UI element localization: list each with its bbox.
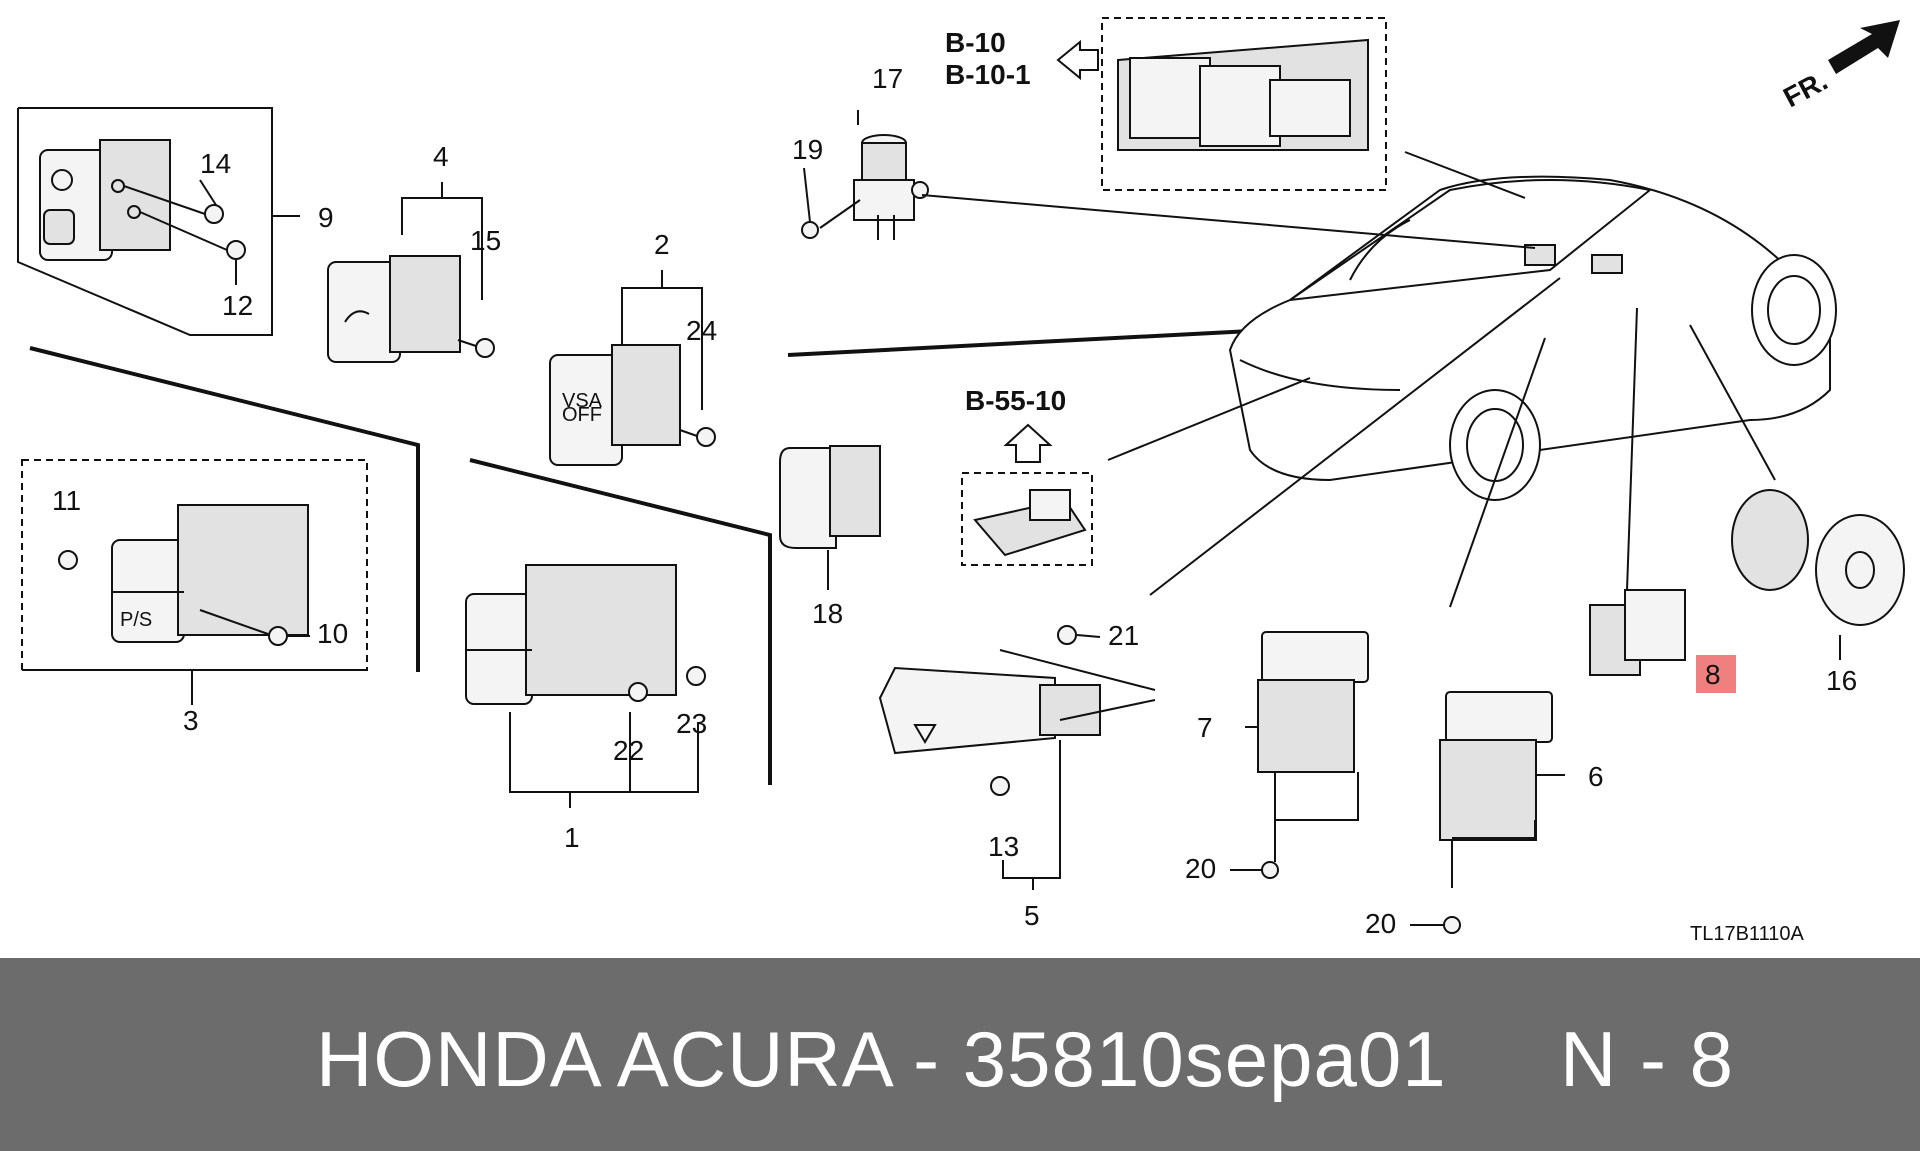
car-illustration <box>1228 175 1837 501</box>
footer-bar: HONDA ACURA - 35810sepa01 N - 8 <box>0 958 1920 1151</box>
part-9-assembly <box>17 107 300 336</box>
b10-reference <box>1056 17 1387 191</box>
ps-text: P/S <box>120 609 152 631</box>
part-17-assembly <box>801 110 929 240</box>
callout-6: 6 <box>1588 761 1604 792</box>
callout-8: 8 <box>1705 659 1721 690</box>
callout-23: 23 <box>676 708 707 739</box>
callout-1: 1 <box>564 822 580 853</box>
callout-leaders <box>199 167 1444 926</box>
callout-22: 22 <box>613 735 644 766</box>
ref-b5510-label: B-55-10 <box>965 385 1066 416</box>
callout-10: 10 <box>317 618 348 649</box>
part-8-highlight <box>1696 655 1736 693</box>
callout-7: 7 <box>1197 712 1213 743</box>
vsa-text: VSA <box>562 390 603 412</box>
part-18-assembly <box>779 445 881 590</box>
ref-b10-label: B-10 <box>945 27 1006 58</box>
front-label: FR. <box>1778 65 1832 114</box>
callout-16: 16 <box>1826 665 1857 696</box>
part-1-assembly <box>465 564 706 808</box>
callout-17: 17 <box>872 63 903 94</box>
ref-b101-label: B-10-1 <box>945 59 1031 90</box>
part-7-assembly <box>1245 631 1369 879</box>
part-2-assembly: VSA OFF <box>549 270 716 466</box>
part-16-assembly <box>1731 489 1905 660</box>
part-3-assembly: P/S <box>21 459 368 705</box>
callout-3: 3 <box>183 705 199 736</box>
callout-4: 4 <box>433 141 449 172</box>
footer-title: HONDA ACURA - 35810sepa01 N - 8 <box>316 1015 1734 1103</box>
callout-2: 2 <box>654 229 670 260</box>
off-text: OFF <box>562 404 602 426</box>
callout-15: 15 <box>470 225 501 256</box>
callout-20b: 20 <box>1365 908 1396 939</box>
diagram-code: TL17B1110A <box>1690 923 1804 945</box>
callout-24: 24 <box>686 315 717 346</box>
callout-13: 13 <box>988 831 1019 862</box>
leader-lines <box>921 151 1776 608</box>
callout-9: 9 <box>318 202 334 233</box>
callout-19: 19 <box>792 134 823 165</box>
callout-20a: 20 <box>1185 853 1216 884</box>
callout-5: 5 <box>1024 900 1040 931</box>
part-8-assembly <box>1589 589 1736 693</box>
part-5-assembly <box>878 625 1156 890</box>
callout-21: 21 <box>1108 620 1139 651</box>
separator-lines <box>29 328 1271 785</box>
part-6-assembly <box>1439 691 1565 934</box>
callout-12: 12 <box>222 290 253 321</box>
callout-18: 18 <box>812 598 843 629</box>
parts-diagram: VSA OFF P/S <box>17 17 1905 945</box>
part-4-assembly <box>327 182 495 363</box>
callout-14: 14 <box>200 148 231 179</box>
front-direction-arrow: FR. <box>1778 20 1900 113</box>
callout-11: 11 <box>52 485 81 516</box>
b5510-reference <box>961 423 1093 566</box>
